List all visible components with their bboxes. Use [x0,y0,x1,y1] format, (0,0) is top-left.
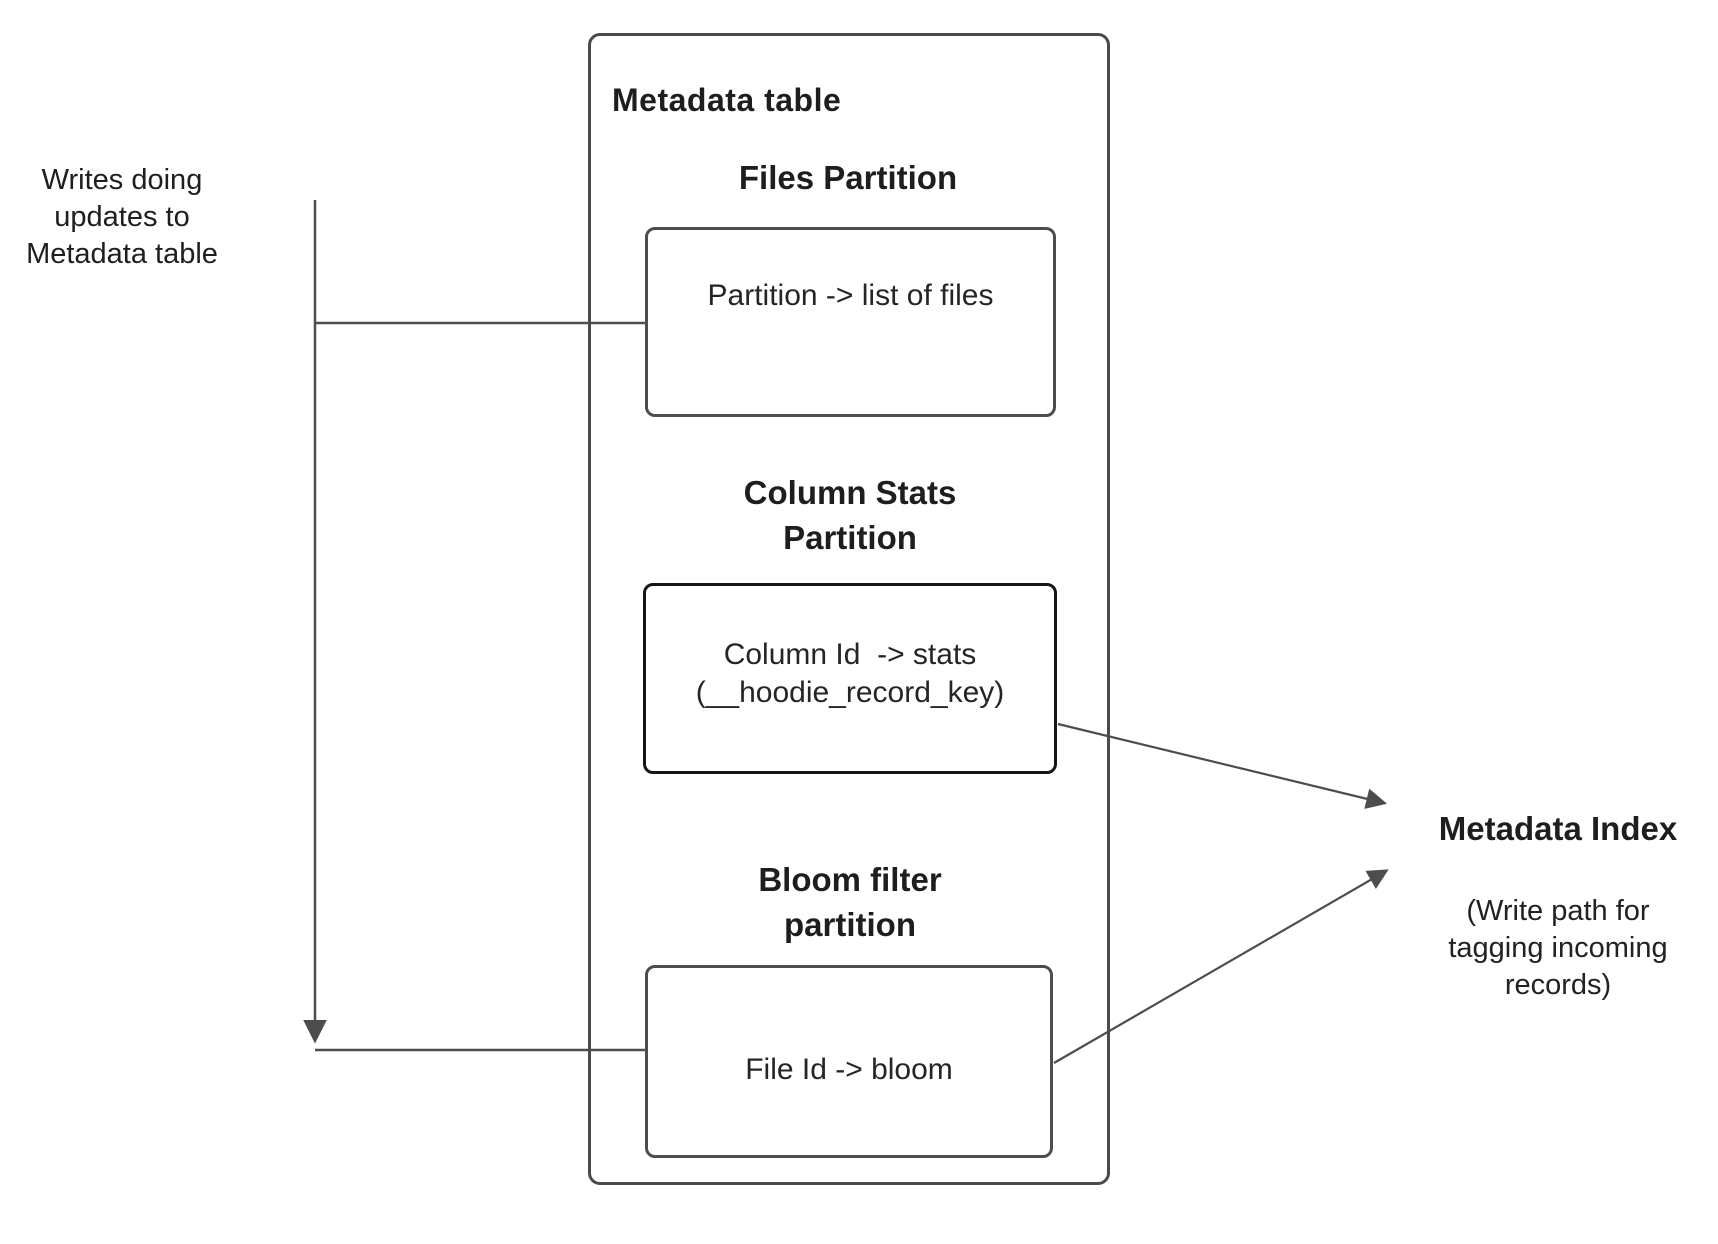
metadata-index-subtitle: (Write path for tagging incoming records… [1448,895,1668,1001]
column-stats-mapping: Column Id -> stats (__hoodie_record_key) [695,637,1005,709]
files-partition-title: Files Partition [738,159,958,196]
column-stats-partition-box: Column Id -> stats (__hoodie_record_key) [643,583,1057,774]
column-stats-partition-title: Column Stats Partition [743,474,957,556]
files-partition-mapping: Partition -> list of files [707,279,994,312]
files-partition-box: Partition -> list of files [645,227,1056,417]
bloom-filter-partition-title: Bloom filter partition [758,861,942,943]
writes-updates-note: Writes doing updates to Metadata table [26,164,218,270]
metadata-table-box [588,33,1110,1185]
bloom-filter-mapping: File Id -> bloom [745,1052,953,1086]
bloom-filter-partition-box: File Id -> bloom [645,965,1053,1158]
metadata-index-title: Metadata Index [1438,810,1678,847]
metadata-table-title: Metadata table [612,82,842,118]
